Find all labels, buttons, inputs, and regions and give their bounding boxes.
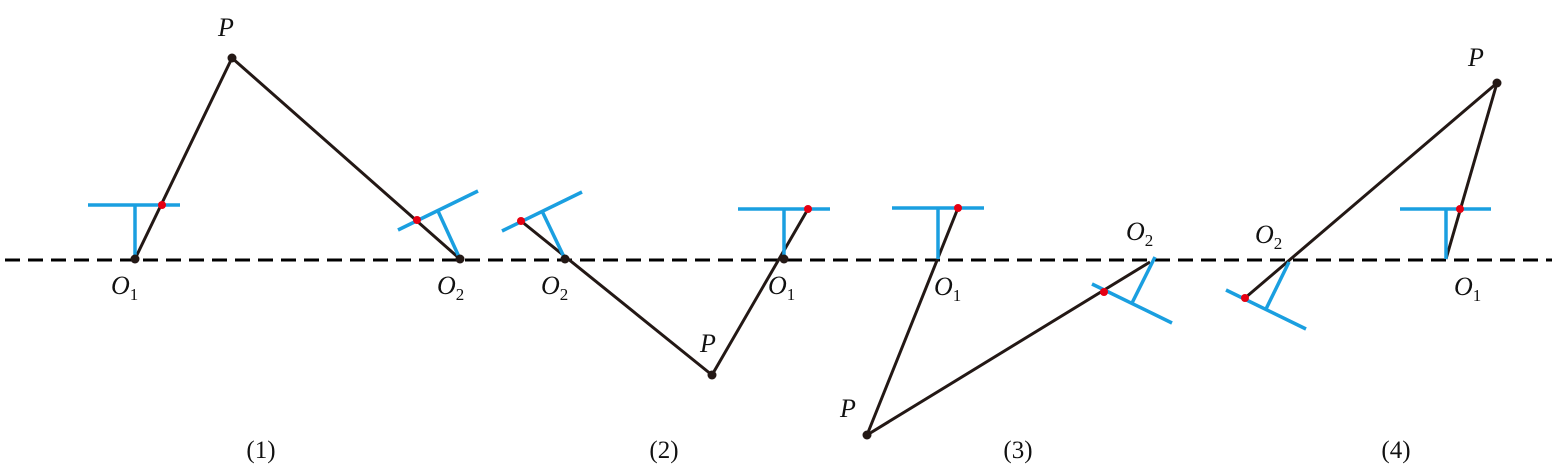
tool-stem — [1130, 256, 1157, 304]
tool-stem — [540, 210, 567, 260]
joint-dot — [560, 254, 570, 264]
label-sub: 2 — [1145, 231, 1154, 250]
contact-dot — [1100, 288, 1108, 296]
label-o: O — [1454, 272, 1473, 301]
link-o2-p — [520, 219, 713, 377]
joint-dot — [455, 254, 465, 264]
label-sub: 1 — [130, 285, 139, 304]
joint-dot — [707, 370, 717, 380]
tool-bar — [397, 189, 479, 232]
svg-text:P: P — [1467, 43, 1484, 72]
label-o: O — [768, 271, 787, 300]
tool-stem — [1264, 261, 1291, 310]
link-p-o2 — [231, 56, 461, 261]
contact-dot — [804, 205, 812, 213]
caption-3: (3) — [1003, 437, 1032, 464]
svg-text:O2: O2 — [1126, 217, 1153, 250]
svg-text:O1: O1 — [1454, 272, 1481, 305]
svg-text:O1: O1 — [111, 271, 138, 304]
joint-dot — [862, 430, 872, 440]
contact-dot — [1456, 205, 1464, 213]
svg-text:O2: O2 — [541, 271, 568, 304]
label-sub: 2 — [456, 285, 465, 304]
tool-stem — [436, 210, 462, 260]
svg-text:P: P — [699, 329, 716, 358]
figure-3: P O1 O2 — [839, 204, 1173, 440]
label-o: O — [111, 271, 130, 300]
figure-1: P O1 O2 — [88, 13, 479, 304]
label-o: O — [437, 271, 456, 300]
link-p-o2 — [866, 260, 1151, 437]
caption-1: (1) — [246, 437, 275, 464]
svg-text:O2: O2 — [437, 271, 464, 304]
contact-dot — [158, 201, 166, 209]
link-o1-p — [865, 207, 960, 436]
label-o: O — [1126, 217, 1145, 246]
caption-4: (4) — [1381, 437, 1410, 464]
contact-dot — [517, 217, 525, 225]
label-o: O — [1255, 220, 1274, 249]
joint-dot — [227, 53, 237, 63]
svg-text:O2: O2 — [1255, 220, 1282, 253]
label-p: P — [839, 394, 856, 423]
link-p-o1 — [710, 208, 810, 376]
contact-dot — [413, 216, 421, 224]
label-sub: 2 — [1274, 234, 1283, 253]
label-p: P — [217, 13, 234, 42]
svg-text:P: P — [839, 394, 856, 423]
caption-2: (2) — [649, 437, 678, 464]
link-o2-p — [1244, 81, 1498, 300]
label-p: P — [699, 329, 716, 358]
svg-text:O1: O1 — [768, 271, 795, 304]
joint-dot — [779, 254, 789, 264]
svg-text:O1: O1 — [934, 272, 961, 305]
label-o: O — [541, 271, 560, 300]
label-p: P — [1467, 43, 1484, 72]
svg-text:P: P — [217, 13, 234, 42]
figure-4: P O2 O1 — [1225, 43, 1502, 331]
label-sub: 1 — [953, 286, 962, 305]
contact-dot — [954, 204, 962, 212]
label-sub: 2 — [560, 285, 569, 304]
link-p-o1 — [1444, 82, 1499, 260]
label-sub: 1 — [787, 285, 796, 304]
label-sub: 1 — [1473, 286, 1482, 305]
joint-dot — [130, 254, 140, 264]
label-o: O — [934, 272, 953, 301]
joint-dot — [1492, 78, 1502, 88]
link-o1-p — [133, 57, 234, 260]
figure-2: P O2 O1 — [501, 190, 830, 380]
contact-dot — [1241, 294, 1249, 302]
tool-bar — [1225, 288, 1307, 331]
